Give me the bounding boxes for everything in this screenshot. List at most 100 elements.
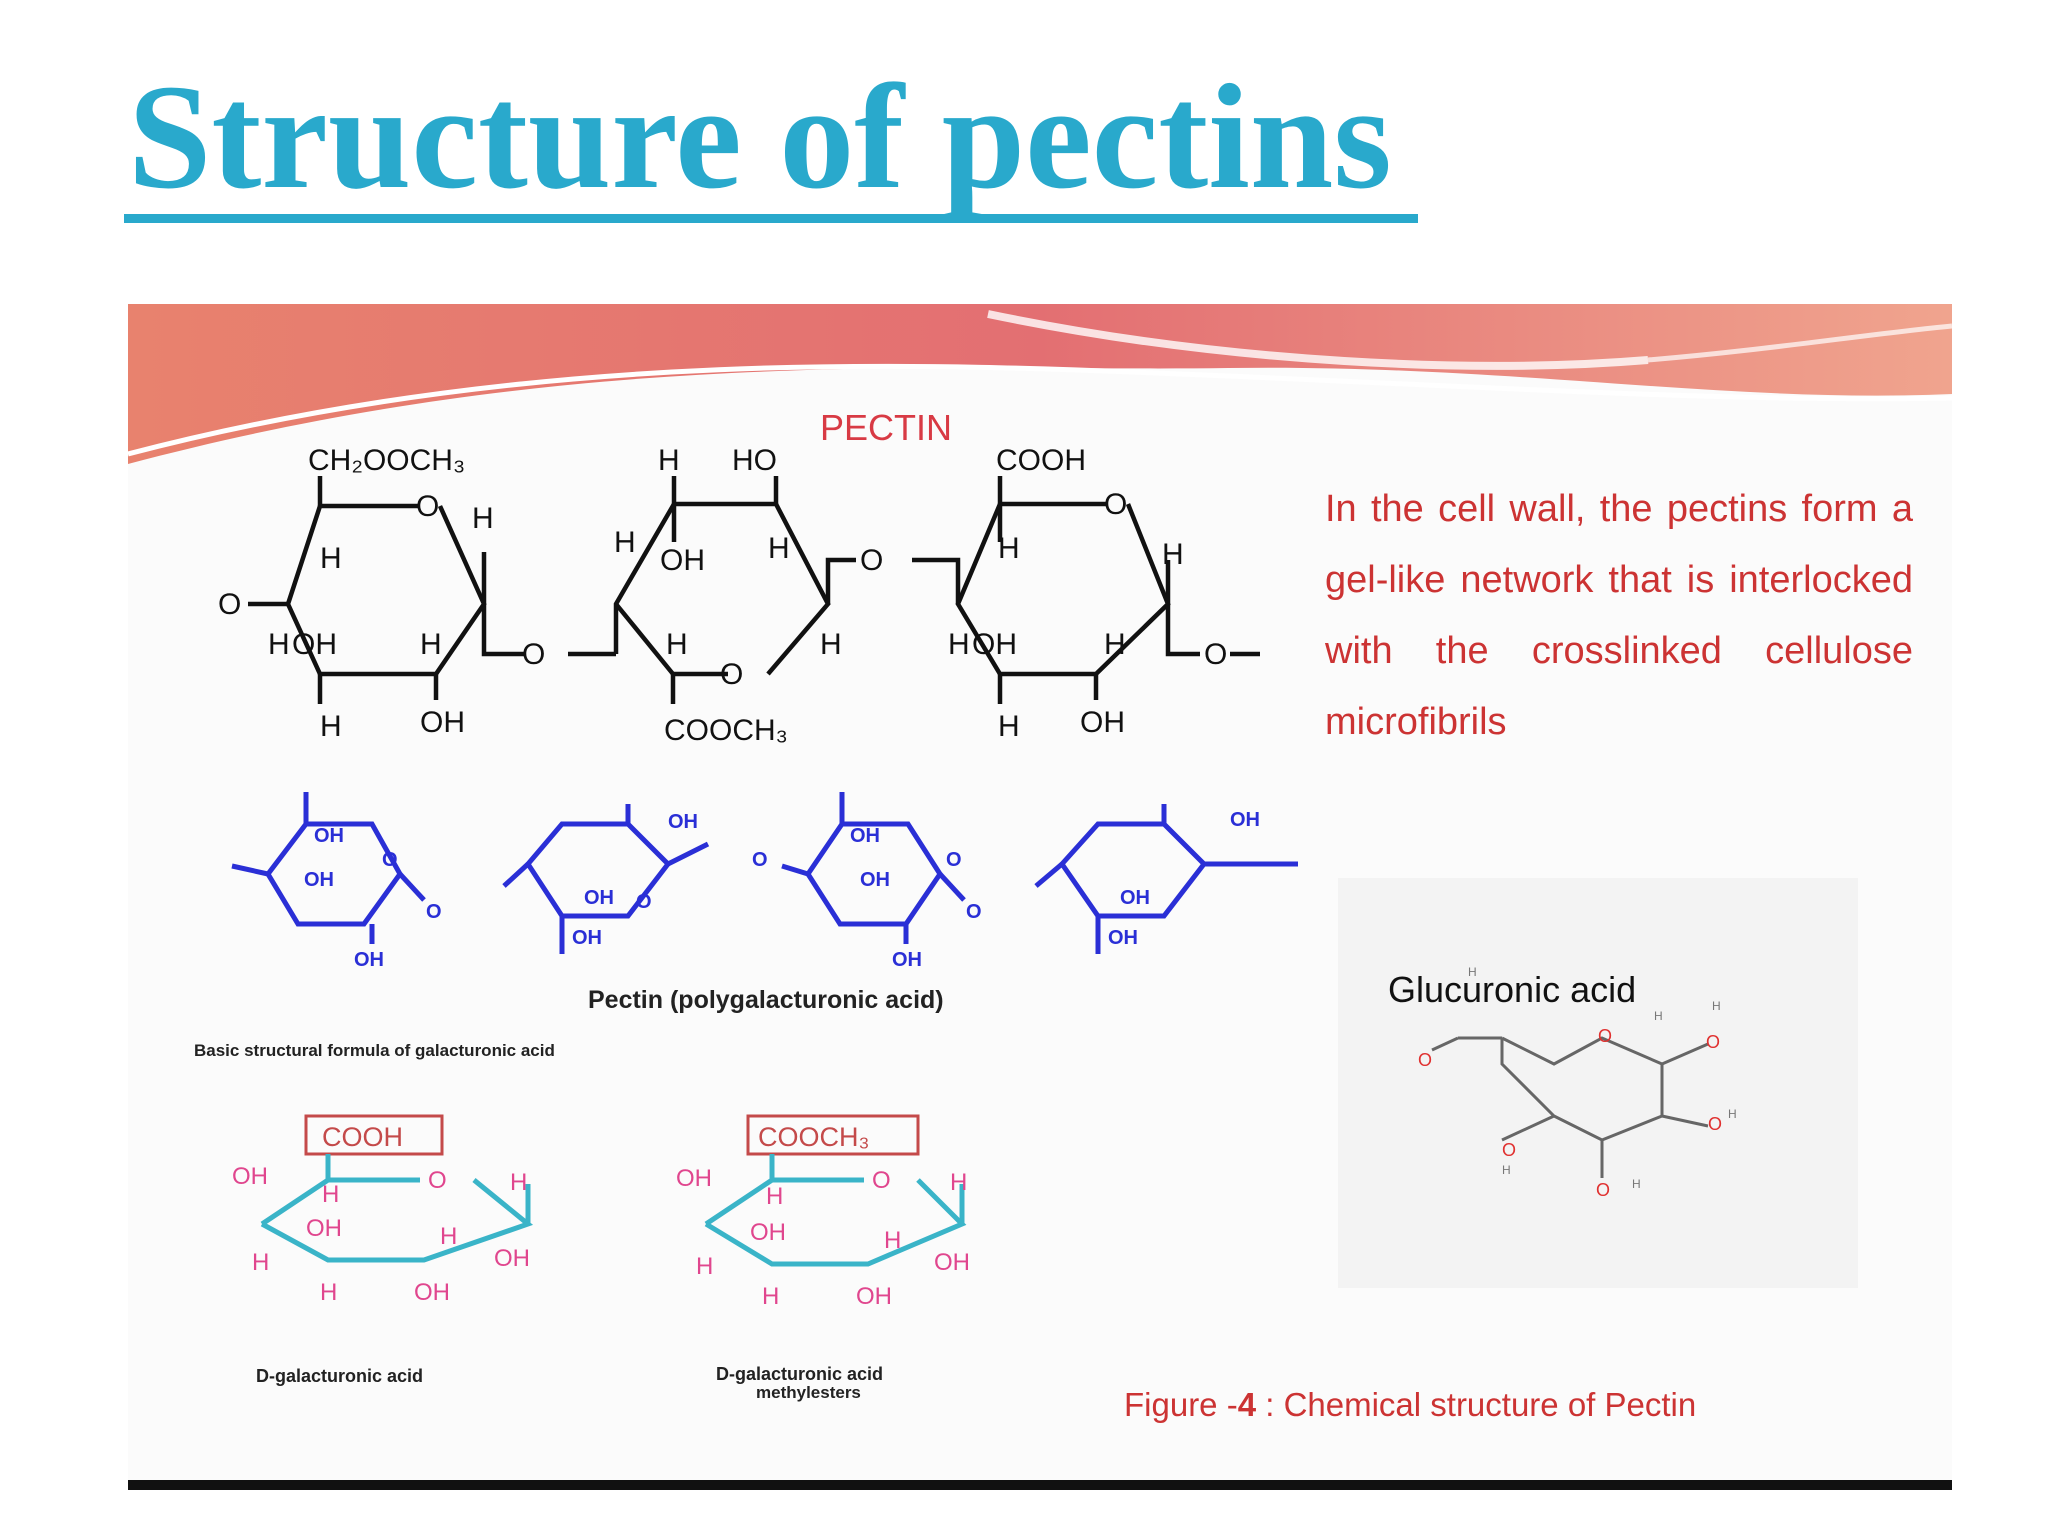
ring2-bottom-group: COOCH₃ xyxy=(664,714,788,747)
blue-oh-label: OH xyxy=(1120,887,1150,909)
methylester-caption-line2: methylesters xyxy=(756,1383,861,1402)
galacturonic-caption: D-galacturonic acid xyxy=(256,1366,423,1386)
o-label: O xyxy=(218,588,241,621)
ester-h-label: H xyxy=(884,1227,901,1254)
h-label: H xyxy=(998,710,1020,743)
o-label: O xyxy=(720,658,743,691)
gal-o-label: O xyxy=(428,1167,447,1194)
oh-label: OH xyxy=(660,544,705,577)
o-label: O xyxy=(1104,488,1127,521)
oh-label: OH xyxy=(292,628,337,661)
gluc-o-label: O xyxy=(1418,1050,1432,1070)
blue-ring xyxy=(1034,804,1298,954)
blue-o-label: O xyxy=(382,849,398,871)
o-label: O xyxy=(416,490,439,523)
h-label: H xyxy=(472,502,494,535)
blue-oh-label: OH xyxy=(892,949,922,971)
gluc-o-label: O xyxy=(1598,1026,1612,1046)
figure-caption-prefix: Figure - xyxy=(1124,1386,1238,1423)
ester-oh-label: OH xyxy=(856,1283,892,1310)
ester-h-label: H xyxy=(762,1283,779,1310)
ring3-top-group: COOH xyxy=(996,444,1086,477)
blue-o-label: O xyxy=(752,849,768,871)
blue-ring xyxy=(231,792,426,944)
methylester-structure: COOCH₃ OH H O H OH H OH H H OH D-galactu… xyxy=(676,1114,970,1402)
blue-o-label: O xyxy=(426,901,442,923)
o-label: O xyxy=(522,638,545,671)
glucuronic-panel-bg xyxy=(1338,878,1858,1288)
glucuronic-panel: Glucuronic acid O O O O O O H xyxy=(1338,878,1858,1288)
coocho-box xyxy=(746,1114,920,1156)
h-label: H xyxy=(820,628,842,661)
pectin-description: In the cell wall, the pectins form a gel… xyxy=(1325,488,1913,743)
ester-o-label: O xyxy=(872,1167,891,1194)
gluc-o-label: O xyxy=(1596,1180,1610,1200)
methylester-caption-line1: D-galacturonic acid xyxy=(716,1364,883,1384)
ring2-top-h: H xyxy=(658,444,680,477)
top-structure xyxy=(248,476,1260,704)
ester-oh-label: OH xyxy=(934,1249,970,1276)
blue-oh-label: OH xyxy=(1108,927,1138,949)
gal-h-label: H xyxy=(440,1223,457,1250)
blue-o-label: O xyxy=(966,901,982,923)
gal-h-label: H xyxy=(252,1249,269,1276)
h-label: H xyxy=(768,532,790,565)
gal-oh-label: OH xyxy=(494,1245,530,1272)
cooch3-box-label: COOCH₃ xyxy=(758,1122,870,1152)
gluc-h-label: H xyxy=(1712,999,1721,1013)
ring2-top-ho: HO xyxy=(732,444,777,477)
h-label: H xyxy=(1162,538,1184,571)
gluc-o-label: O xyxy=(1706,1032,1720,1052)
gal-h-label: H xyxy=(510,1169,527,1196)
h-label: H xyxy=(666,628,688,661)
ester-oh-label: OH xyxy=(750,1219,786,1246)
gluc-h-label: H xyxy=(1728,1107,1737,1121)
figure-graphics: PECTIN xyxy=(128,304,1952,1423)
ring-1 xyxy=(248,476,524,704)
gal-oh-label: OH xyxy=(306,1215,342,1242)
gal-oh-label: OH xyxy=(414,1279,450,1306)
cooh-box-label: COOH xyxy=(322,1122,403,1152)
slide-title: Structure of pectins xyxy=(128,54,1392,220)
glucuronic-label: Glucuronic acid xyxy=(1388,969,1636,1010)
o-label: O xyxy=(860,544,883,577)
blue-oh-label: OH xyxy=(668,811,698,833)
h-label: H xyxy=(614,526,636,559)
oh-label: OH xyxy=(1080,706,1125,739)
blue-ring xyxy=(502,804,710,954)
ester-h-label: H xyxy=(766,1183,783,1210)
ring1-top-group: CH₂OOCH₃ xyxy=(308,444,465,477)
blue-oh-label: OH xyxy=(850,825,880,847)
gluc-h-label: H xyxy=(1654,1009,1663,1023)
blue-oh-label: OH xyxy=(860,869,890,891)
blue-o-label: O xyxy=(636,891,652,913)
ester-oh-label: OH xyxy=(676,1165,712,1192)
blue-oh-label: OH xyxy=(354,949,384,971)
pectin-figure: PECTIN xyxy=(128,304,1952,1484)
h-label: H xyxy=(320,710,342,743)
h-label: H xyxy=(998,532,1020,565)
blue-oh-label: OH xyxy=(584,887,614,909)
cooh-box xyxy=(304,1114,444,1156)
blue-o-label: O xyxy=(946,849,962,871)
blue-ring xyxy=(781,792,966,944)
figure-caption-rest: : Chemical structure of Pectin xyxy=(1256,1386,1696,1423)
galacturonic-structure: COOH OH H O H OH H OH H H OH D-galacturo… xyxy=(232,1114,534,1386)
o-label: O xyxy=(1204,638,1227,671)
title-underline xyxy=(124,214,1418,223)
oh-label: OH xyxy=(420,706,465,739)
top-structure-labels: CH₂OOCH₃ H HO COOH COOCH₃ O O O O O O O … xyxy=(218,444,1227,747)
bottom-rule xyxy=(128,1480,1952,1490)
figure-caption: Figure -4 : Chemical structure of Pectin xyxy=(1124,1386,1696,1423)
gal-oh-label: OH xyxy=(232,1163,268,1190)
basic-formula-caption: Basic structural formula of galacturonic… xyxy=(194,1041,555,1060)
h-label: H xyxy=(320,542,342,575)
blue-oh-label: OH xyxy=(314,825,344,847)
blue-oh-label: OH xyxy=(572,927,602,949)
gluc-h-label: H xyxy=(1468,965,1477,979)
gluc-h-label: H xyxy=(1502,1163,1511,1177)
blue-oh-label: OH xyxy=(1230,809,1260,831)
blue-chain-caption: Pectin (polygalacturonic acid) xyxy=(588,986,944,1014)
oh-label: OH xyxy=(972,628,1017,661)
gluc-o-label: O xyxy=(1708,1114,1722,1134)
